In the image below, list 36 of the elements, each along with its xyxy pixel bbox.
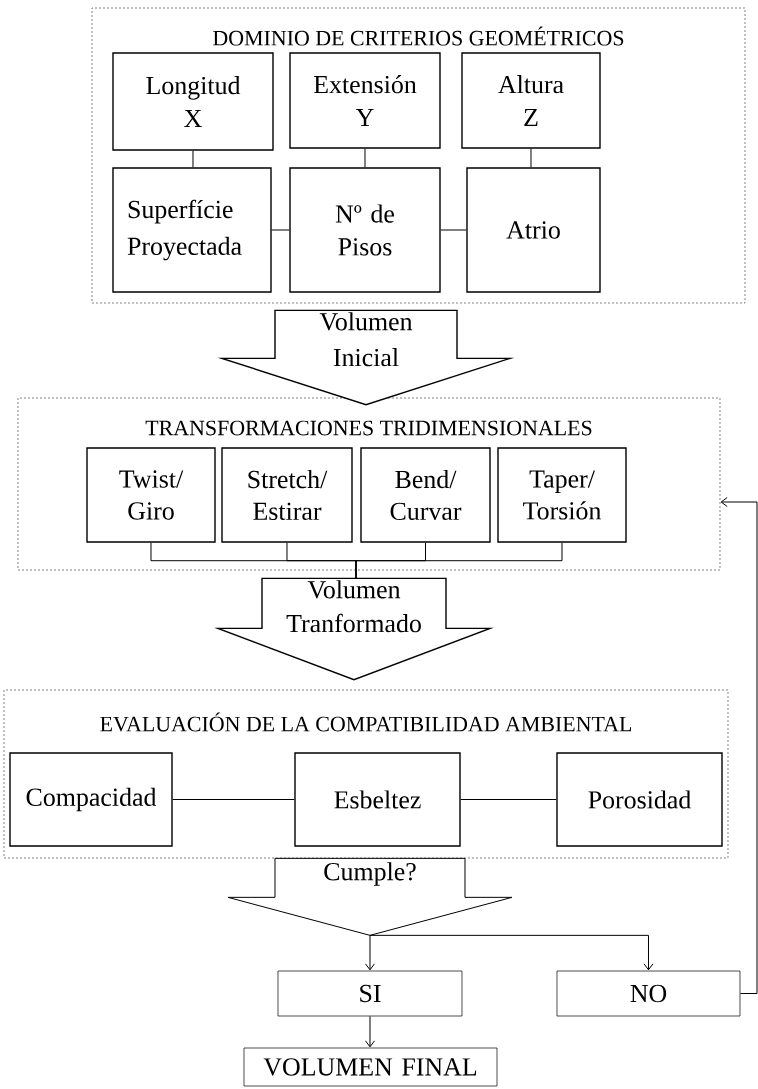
connector bbox=[172, 799, 295, 800]
process-box: Compacidad bbox=[9, 752, 173, 847]
connector bbox=[355, 542, 563, 579]
edge-label: Volumen Tranformado bbox=[286, 580, 421, 633]
connector bbox=[192, 150, 194, 168]
block-arrow bbox=[214, 577, 494, 681]
block-arrow bbox=[227, 857, 466, 971]
process-box: Superfície Proyectada bbox=[112, 167, 272, 293]
connector bbox=[440, 229, 467, 231]
arrow bbox=[720, 497, 758, 994]
block-arrow bbox=[369, 857, 654, 971]
process-box: Nº de Pisos bbox=[289, 167, 441, 293]
edge-label: Cumple? bbox=[324, 862, 416, 886]
process-box: NO bbox=[556, 970, 741, 1017]
block-arrow bbox=[217, 309, 515, 406]
process-box: SI bbox=[277, 970, 463, 1017]
process-box: Taper/ Torsión bbox=[497, 447, 627, 543]
process-box: Bend/ Curvar bbox=[360, 447, 491, 543]
group-title: EVALUACIÓN DE LA COMPATIBILIDAD AMBIENTAL bbox=[100, 712, 632, 732]
connector bbox=[271, 229, 290, 231]
process-box: Atrio bbox=[466, 167, 601, 293]
connector bbox=[460, 799, 557, 800]
edge-label: Volumen Inicial bbox=[319, 312, 413, 367]
process-box: VOLUMEN FINAL bbox=[243, 1047, 498, 1087]
process-box: Twist/ Giro bbox=[86, 447, 216, 543]
process-box: Porosidad bbox=[556, 752, 723, 847]
group-title: DOMINIO DE CRITERIOS GEOMÉTRICOS bbox=[213, 26, 624, 46]
connector bbox=[364, 148, 366, 168]
connector bbox=[530, 148, 532, 168]
process-box: Altura Z bbox=[461, 52, 601, 149]
process-box: Stretch/ Estirar bbox=[221, 447, 353, 543]
arrow bbox=[365, 1015, 375, 1048]
process-box: Extensión Y bbox=[289, 52, 441, 149]
group-title: TRANSFORMACIONES TRIDIMENSIONALES bbox=[145, 420, 592, 436]
process-box: Esbeltez bbox=[294, 752, 461, 847]
process-box: Longitud X bbox=[112, 52, 274, 151]
